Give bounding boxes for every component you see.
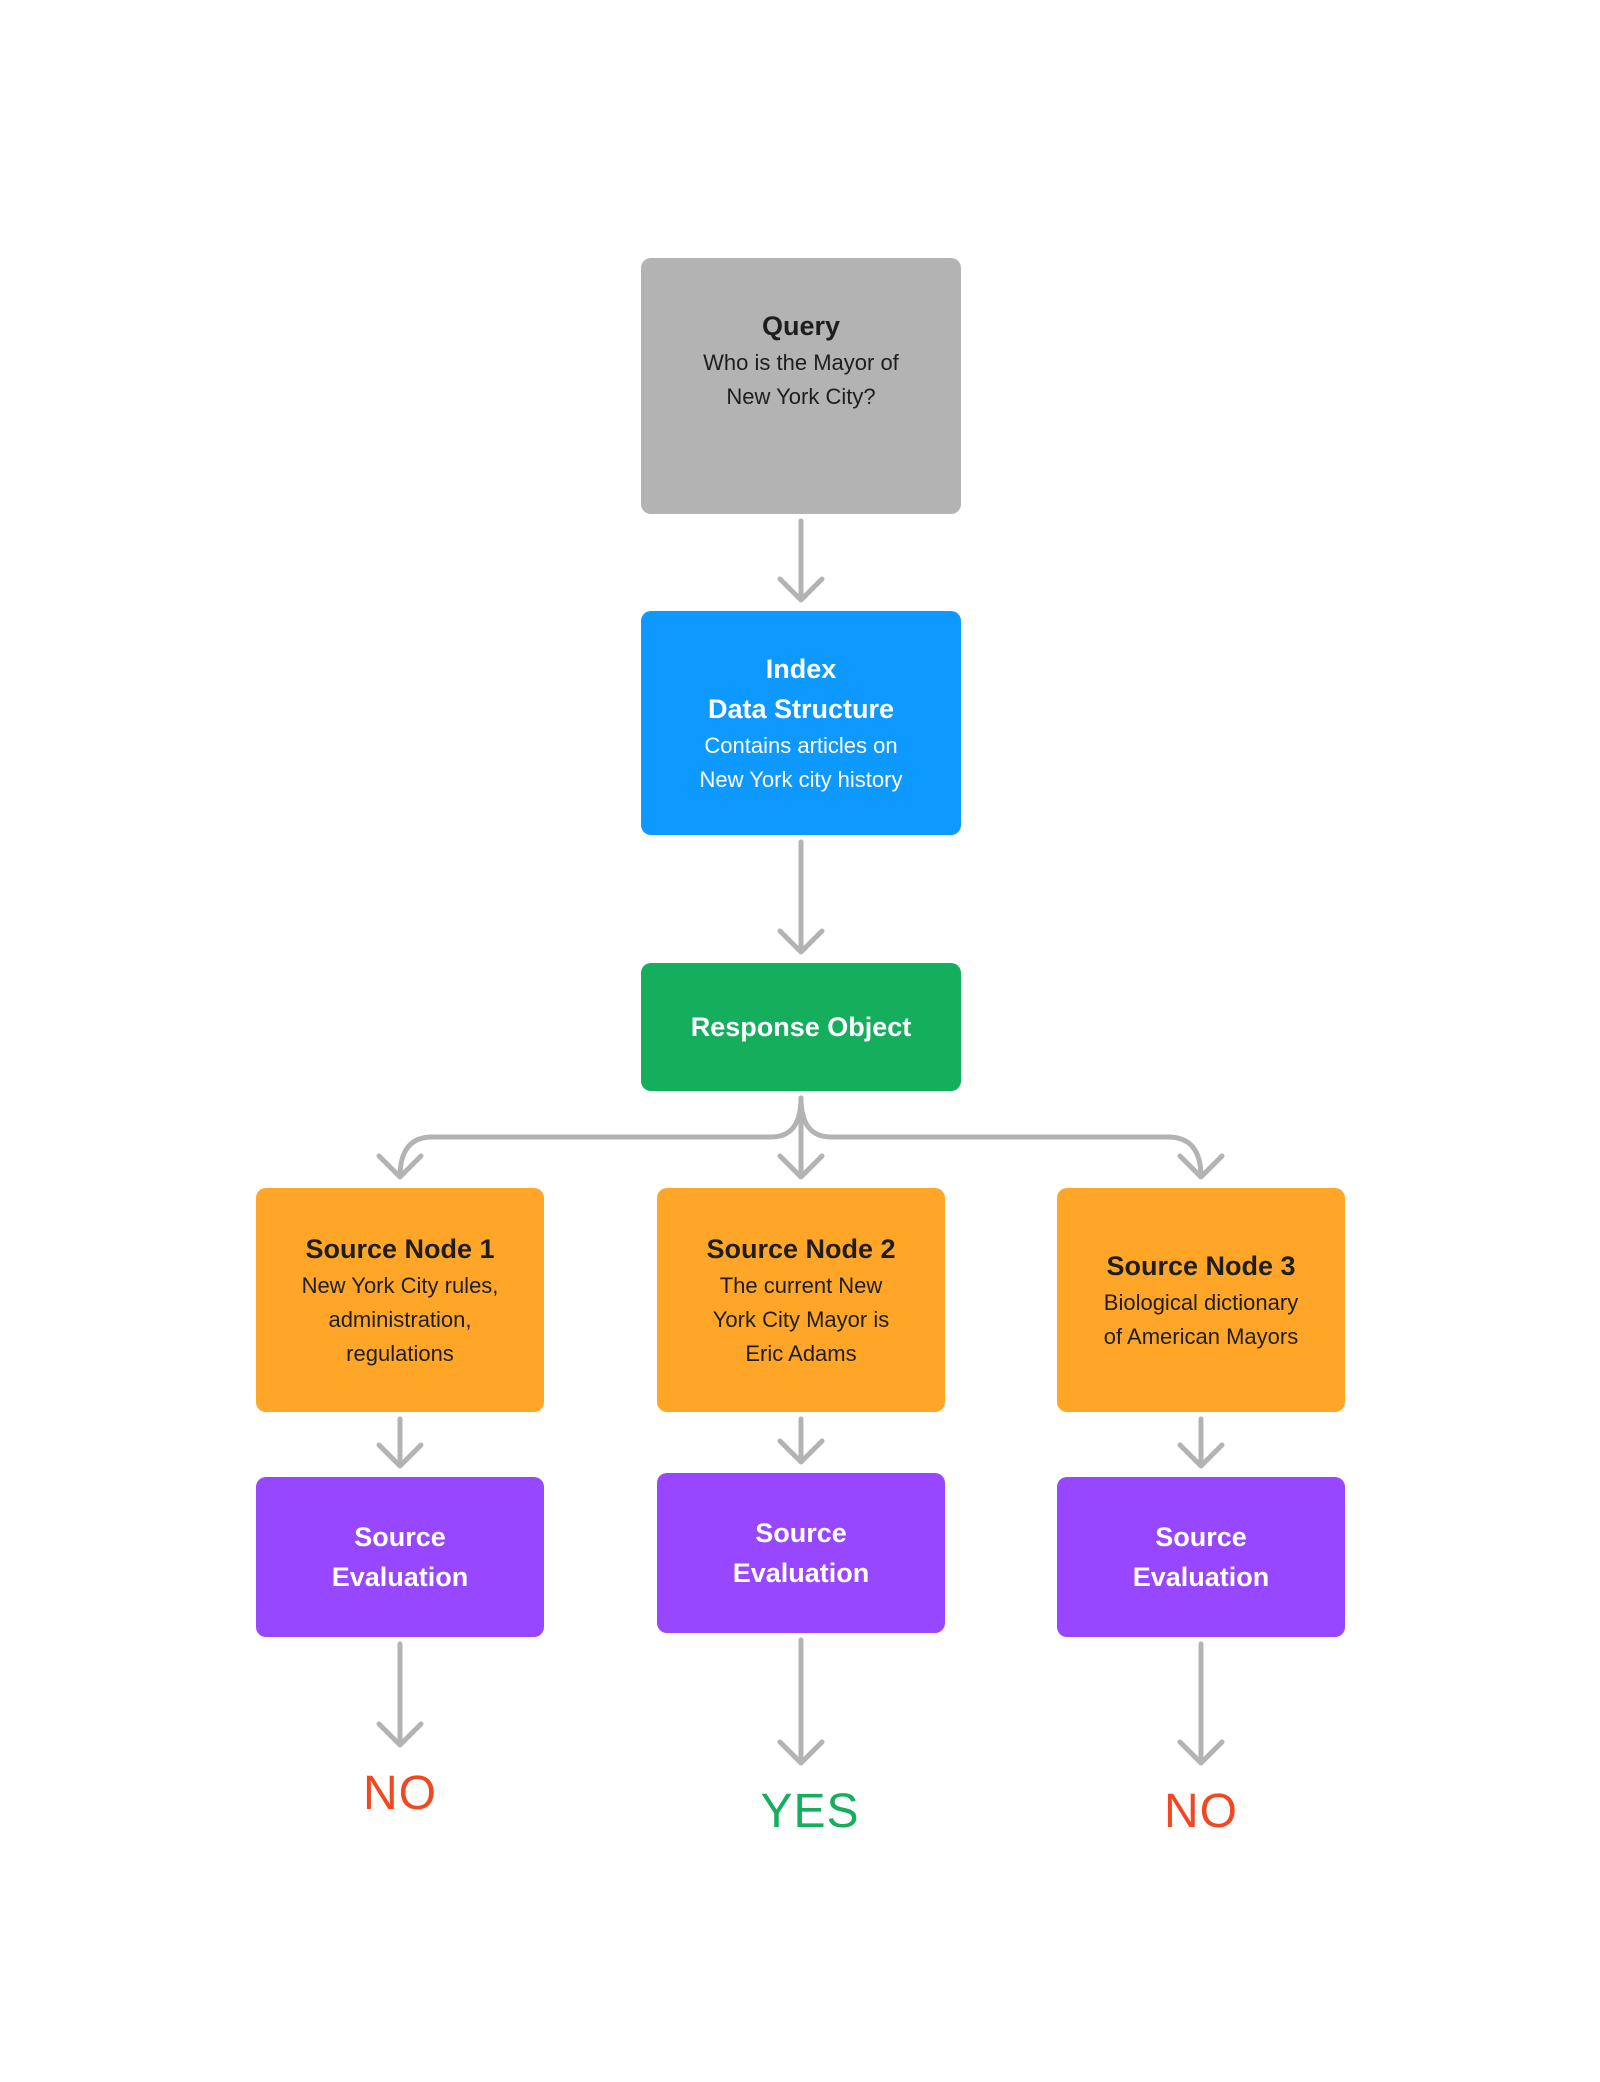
evaluation-title: Source	[755, 1518, 847, 1548]
arrow-source-3-to-evaluation-3	[1177, 1416, 1225, 1469]
arrow-evaluation-2-to-verdict-2	[777, 1637, 825, 1766]
source-node-text: regulations	[346, 1341, 454, 1366]
arrow-response-to-source-3	[798, 1095, 1225, 1180]
verdict-3: NO	[1164, 1785, 1238, 1838]
evaluation-title: Source	[1155, 1522, 1247, 1552]
query-line: Who is the Mayor of	[703, 350, 899, 375]
query-title: Query	[761, 311, 841, 341]
verdict-2: YES	[760, 1785, 860, 1838]
index-node: Index Data Structure Contains articles o…	[641, 611, 961, 835]
query-line: New York City?	[726, 384, 876, 409]
source-node-text: York City Mayor is	[712, 1307, 890, 1332]
arrow-index-to-response	[777, 839, 825, 955]
source-node-title: Source Node 2	[706, 1234, 896, 1264]
response-object-node: Response Object	[641, 963, 961, 1091]
source-node-2: Source Node 2 The current New York City …	[657, 1188, 945, 1412]
index-title: Data Structure	[707, 694, 895, 724]
index-title: Index	[765, 654, 837, 684]
arrow-evaluation-3-to-verdict-3	[1177, 1641, 1225, 1766]
arrow-query-to-index	[777, 518, 825, 603]
source-node-text: New York City rules,	[301, 1273, 499, 1298]
arrow-response-to-source-1	[376, 1095, 804, 1180]
source-node-text: of American Mayors	[1103, 1324, 1299, 1349]
evaluation-title: Evaluation	[331, 1562, 469, 1592]
verdict-1: NO	[363, 1767, 437, 1820]
response-title: Response Object	[690, 1012, 912, 1042]
source-node-text: administration,	[328, 1307, 472, 1332]
source-node-text: The current New	[719, 1273, 883, 1298]
source-evaluation-3: Source Evaluation	[1057, 1477, 1345, 1637]
index-description: New York city history	[699, 767, 903, 792]
source-evaluation-2: Source Evaluation	[657, 1473, 945, 1633]
evaluation-title: Source	[354, 1522, 446, 1552]
index-description: Contains articles on	[704, 733, 898, 758]
source-node-1: Source Node 1 New York City rules, admin…	[256, 1188, 544, 1412]
arrow-source-1-to-evaluation-1	[376, 1416, 424, 1469]
arrow-source-2-to-evaluation-2	[777, 1416, 825, 1465]
source-node-text: Eric Adams	[745, 1341, 857, 1366]
evaluation-title: Evaluation	[732, 1558, 870, 1588]
source-node-text: Biological dictionary	[1103, 1290, 1299, 1315]
source-node-title: Source Node 1	[305, 1234, 495, 1264]
evaluation-title: Evaluation	[1132, 1562, 1270, 1592]
source-evaluation-1: Source Evaluation	[256, 1477, 544, 1637]
source-node-title: Source Node 3	[1106, 1251, 1296, 1281]
query-node: Query Who is the Mayor of New York City?	[641, 258, 961, 514]
arrow-evaluation-1-to-verdict-1	[376, 1641, 424, 1748]
source-node-3: Source Node 3 Biological dictionary of A…	[1057, 1188, 1345, 1412]
